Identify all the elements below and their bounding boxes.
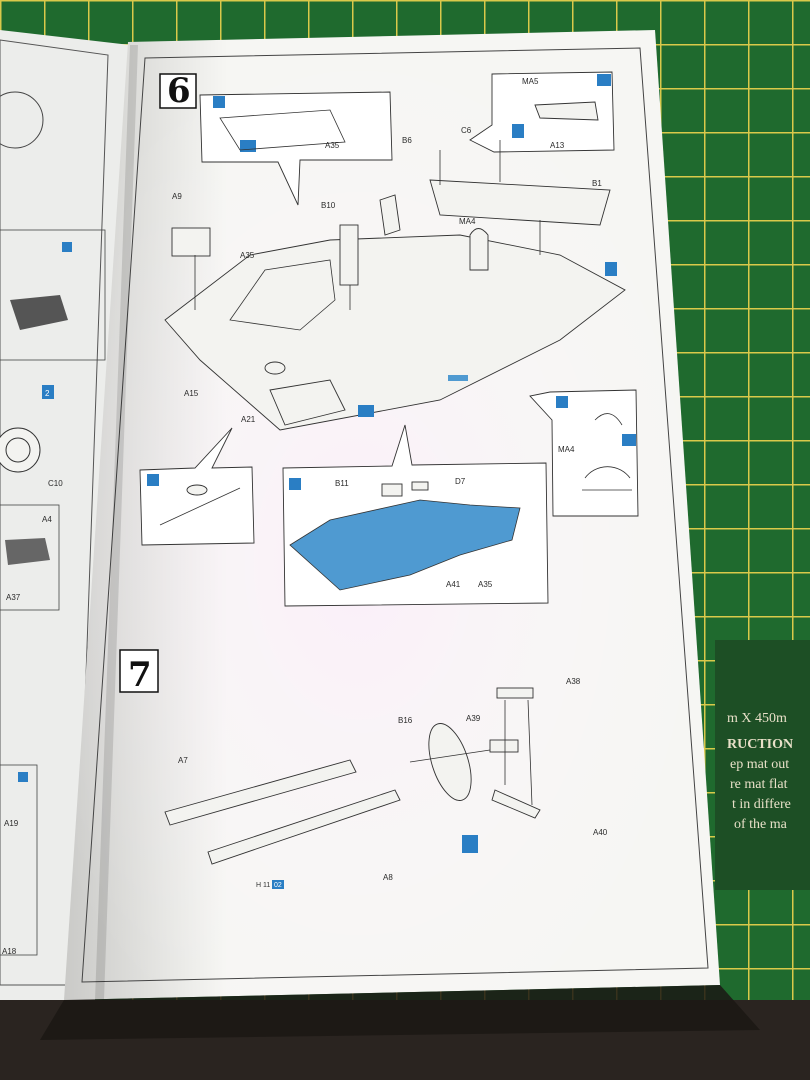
label-a37: A37 — [6, 593, 21, 602]
label-a15: A15 — [184, 389, 199, 398]
part-b10 — [339, 224, 359, 286]
page-number-prefix: H — [256, 882, 261, 889]
page-number-suffix: 02 — [274, 882, 282, 889]
highlighted-area — [289, 499, 521, 591]
label-a35-mid: A35 — [240, 251, 255, 260]
mat-text-5: t in differe — [732, 797, 791, 812]
mat-text-2: RUCTION — [727, 737, 793, 752]
label-a21: A21 — [241, 415, 256, 424]
callout-ma4: MA4 — [529, 389, 639, 517]
mat-text-4: re mat flat — [730, 777, 788, 792]
label-a18: A18 — [2, 947, 17, 956]
part-a8 — [207, 789, 401, 865]
cement-icon-2 — [358, 405, 374, 417]
label-a39: A39 — [466, 714, 481, 723]
label-b10: B10 — [321, 201, 336, 210]
mat-text-6: of the ma — [734, 817, 788, 832]
part-a40 — [491, 789, 541, 819]
glue-icon — [213, 96, 225, 108]
label-ma4-inset: MA4 — [558, 445, 575, 454]
label-a35-top: A35 — [325, 141, 340, 150]
label-ma4: MA4 — [459, 217, 476, 226]
label-a7: A7 — [178, 756, 188, 765]
label-b16: B16 — [398, 716, 413, 725]
page-number: H 11 02 — [256, 880, 284, 889]
tool-icon — [62, 242, 72, 252]
step-6-box — [159, 73, 197, 109]
glue-icon-6 — [289, 478, 301, 490]
callout-lower-left — [139, 427, 255, 546]
glue-icon-4 — [556, 396, 568, 408]
step-7-box — [119, 649, 159, 693]
label-ma5: MA5 — [522, 77, 539, 86]
page-number-num: 11 — [263, 882, 270, 889]
no-glue-icon — [462, 835, 478, 853]
part-a39 — [489, 739, 519, 753]
tool-icon-2 — [18, 772, 28, 782]
fold-icon-2 — [622, 434, 636, 446]
label-a13: A13 — [550, 141, 565, 150]
spine-shadow — [95, 45, 138, 1000]
step-6-number: 6 — [167, 71, 191, 111]
part-a38 — [496, 687, 534, 699]
page-frame — [81, 47, 709, 983]
part-a21 — [269, 379, 346, 426]
label-a8: A8 — [383, 873, 393, 882]
mat-text-1: m X 450m — [727, 711, 787, 726]
badge-label: 2 — [45, 389, 50, 398]
callout-interior: B11 D7 A41 A35 — [282, 424, 549, 607]
label-b11: B11 — [335, 479, 349, 488]
part-b1 — [429, 179, 611, 226]
step-6: 6 A35 MA5 A13 — [139, 71, 639, 607]
label-a35-bot: A35 — [478, 580, 493, 589]
label-b6: B6 — [402, 136, 412, 145]
count-badge — [42, 385, 54, 399]
label-a4: A4 — [42, 515, 52, 524]
glue-icon-2 — [512, 124, 524, 138]
glue-icon-5 — [147, 474, 159, 486]
bottom-shadow — [40, 985, 760, 1040]
label-d7: D7 — [455, 477, 466, 486]
label-c10: C10 — [48, 479, 63, 488]
step-7-number: 7 — [128, 655, 152, 695]
left-page-content: 2 C10 A4 A37 A19 A18 — [0, 91, 106, 956]
glue-icon-3 — [605, 262, 617, 276]
part-ma4 — [469, 228, 489, 271]
part-b16 — [428, 723, 472, 801]
callout-ma5: MA5 A13 — [469, 71, 615, 153]
step-7: 7 A38 B16 A39 A7 A8 A40 — [119, 649, 608, 882]
fold-icon — [597, 74, 611, 86]
label-a40: A40 — [593, 828, 608, 837]
hull-assembly: C6 B6 B1 A9 B10 A35 MA4 A15 A21 — [164, 126, 626, 431]
label-a38: A38 — [566, 677, 581, 686]
part-a9 — [171, 227, 211, 257]
part-a7 — [164, 759, 357, 826]
part-a15 — [264, 361, 286, 375]
label-c6: C6 — [461, 126, 472, 135]
mat-text-3: ep mat out — [730, 757, 789, 772]
label-a9: A9 — [172, 192, 182, 201]
label-a19: A19 — [4, 819, 19, 828]
label-b1: B1 — [592, 179, 602, 188]
label-a41: A41 — [446, 580, 461, 589]
decal-mark — [448, 375, 468, 381]
mat-print-area — [715, 640, 810, 890]
callout-a35-top: A35 — [199, 91, 393, 206]
